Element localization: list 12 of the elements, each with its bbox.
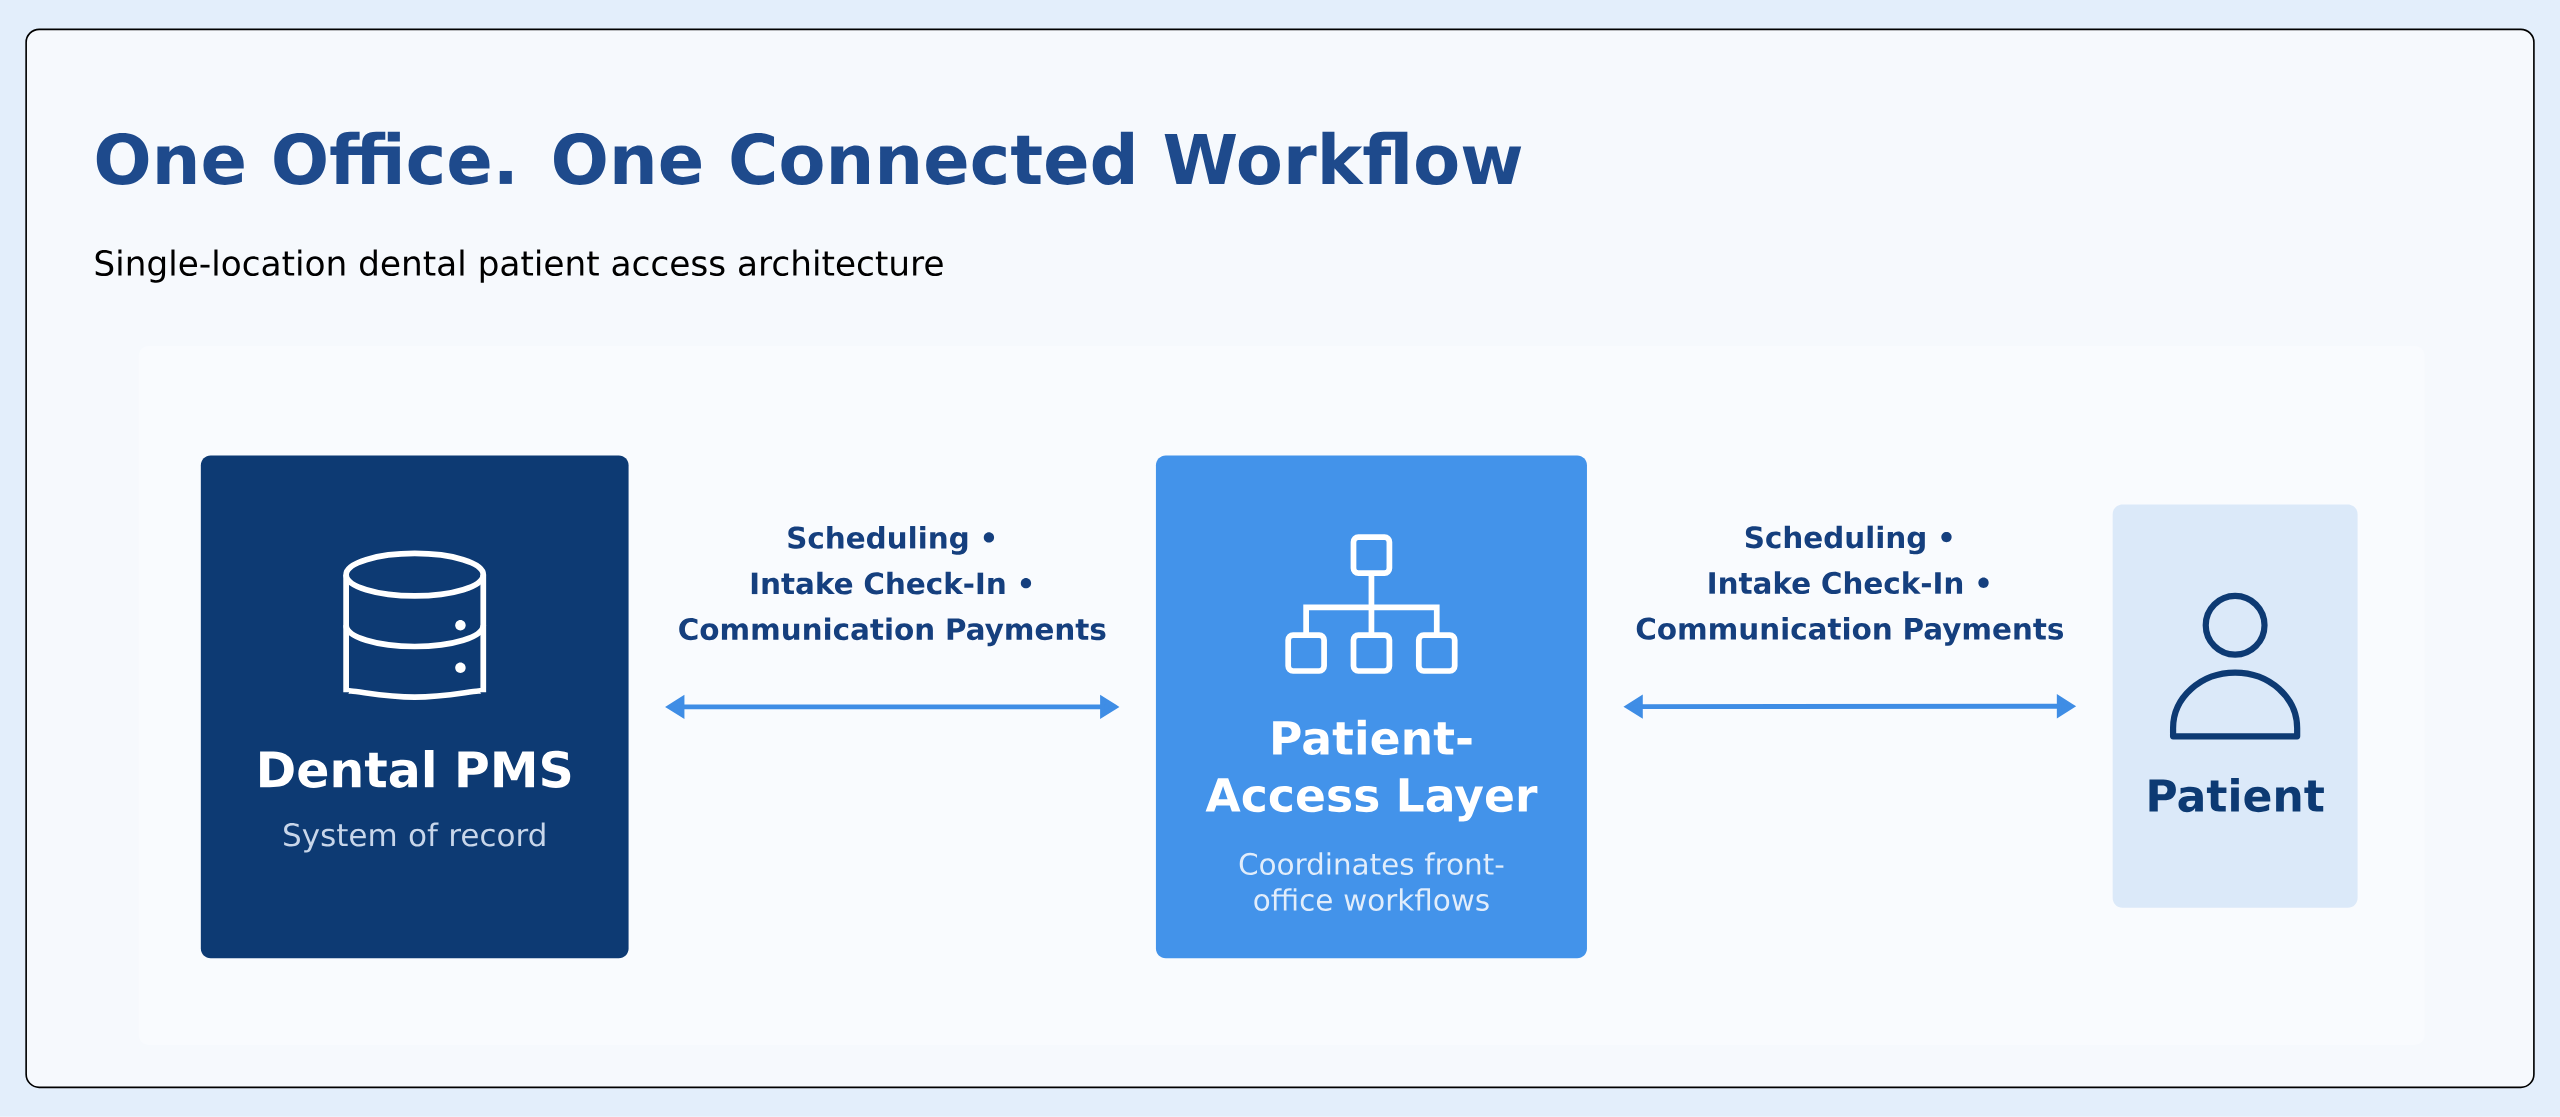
- person-box: [2112, 504, 2358, 908]
- node-subtitle: Coordinates front-office workflows: [1239, 852, 1504, 912]
- node-subtitle: System of record: [284, 822, 545, 853]
- node-title: Patient-Access Layer: [1205, 719, 1538, 822]
- node-title: Dental PMS: [260, 750, 571, 789]
- layer-box: [1155, 455, 1587, 959]
- title: One Office. One Connected Workflow: [96, 131, 1522, 185]
- edge-label: Scheduling • Intake Check-In • Communication Payments: [1636, 525, 2063, 646]
- subtitle: Single-location dental patient access architecture: [95, 249, 943, 283]
- system-box: [200, 455, 629, 959]
- edge-label: Scheduling • Intake Check-In • Communication Payments: [679, 526, 1106, 647]
- node-title: Patient: [2149, 778, 2324, 813]
